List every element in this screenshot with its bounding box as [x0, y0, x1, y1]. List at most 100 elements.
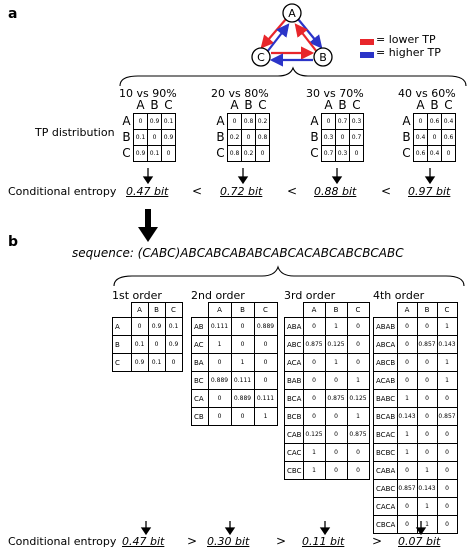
col-header: B — [150, 98, 159, 112]
order-title: 1st order — [112, 289, 162, 302]
tp-cell: 0.1 — [147, 145, 162, 162]
big-down-arrow — [138, 209, 158, 242]
row-header: BCB — [284, 407, 304, 426]
prob-cell: 0.9 — [164, 335, 183, 354]
prob-cell: 1 — [207, 335, 232, 354]
row-header: CABC — [373, 479, 398, 498]
row-header: BCAB — [373, 407, 398, 426]
prob-cell: 0 — [253, 371, 278, 390]
prob-cell: 0 — [436, 515, 458, 534]
arrows-b — [140, 521, 427, 536]
row-header: AB — [191, 317, 209, 336]
prob-cell: 0 — [346, 443, 370, 462]
tp-cell: 0.9 — [133, 145, 148, 162]
comparison-title: 30 vs 70% — [306, 87, 364, 100]
row-header: CA — [191, 389, 209, 408]
entropy-value: 0.88 bit — [314, 185, 357, 198]
prob-cell: 0 — [396, 335, 418, 354]
prob-cell: 0.125 — [324, 335, 348, 354]
tp-cell: 0.8 — [255, 129, 270, 146]
prob-cell: 0.857 — [436, 407, 458, 426]
col-header: C — [164, 302, 183, 318]
prob-cell: 0 — [416, 389, 438, 408]
comparison-title: 40 vs 60% — [398, 87, 456, 100]
row-header: A — [402, 114, 411, 128]
prob-cell: 0 — [207, 389, 232, 408]
order-title: 4th order — [373, 289, 425, 302]
col-header: A — [130, 302, 149, 318]
prob-cell: 1 — [324, 353, 348, 372]
tp-cell: 0 — [349, 145, 364, 162]
prob-cell: 1 — [302, 461, 326, 480]
prob-cell: 0 — [396, 371, 418, 390]
prob-cell: 0 — [396, 461, 418, 480]
row-header: AC — [191, 335, 209, 354]
sequence-text: sequence: (CABC)ABCABCABABCABCACABCABCBC… — [72, 246, 404, 260]
legend-lower-swatch — [360, 39, 374, 45]
prob-cell: 0 — [324, 461, 348, 480]
prob-cell: 0 — [230, 407, 255, 426]
tp-cell: 0 — [227, 113, 242, 130]
prob-cell: 0 — [436, 389, 458, 408]
prob-cell: 0.889 — [207, 371, 232, 390]
prob-cell: 0 — [324, 425, 348, 444]
prob-cell: 1 — [416, 461, 438, 480]
tp-cell: 0.4 — [413, 129, 428, 146]
prob-cell: 0.875 — [324, 389, 348, 408]
prob-cell: 0 — [253, 335, 278, 354]
row-header: B — [216, 130, 225, 144]
prob-cell: 0.9 — [130, 353, 149, 372]
entropy-value: 0.47 bit — [126, 185, 169, 198]
row-header: ABCB — [373, 353, 398, 372]
prob-cell: 0.889 — [253, 317, 278, 336]
prob-cell: 0 — [346, 335, 370, 354]
col-header: B — [324, 302, 348, 318]
row-header: BABC — [373, 389, 398, 408]
comparator: < — [381, 184, 392, 198]
prob-cell: 0.857 — [416, 335, 438, 354]
prob-cell: 0 — [302, 389, 326, 408]
prob-cell: 0 — [253, 353, 278, 372]
prob-cell: 0 — [130, 317, 149, 336]
comparator: > — [372, 534, 383, 548]
prob-cell: 0 — [416, 317, 438, 336]
row-header: BCA — [284, 389, 304, 408]
prob-cell: 0 — [436, 497, 458, 516]
node-c — [251, 47, 271, 67]
tp-cell: 0 — [441, 145, 456, 162]
edge-c-a — [266, 23, 290, 53]
row-header: BCBC — [373, 443, 398, 462]
prob-cell: 0.143 — [396, 407, 418, 426]
prob-cell: 0.143 — [436, 335, 458, 354]
col-header: B — [244, 98, 253, 112]
col-header: C — [436, 302, 458, 318]
tp-cell: 0.3 — [321, 129, 336, 146]
col-header: B — [430, 98, 439, 112]
prob-cell: 0 — [436, 461, 458, 480]
row-header: BCAC — [373, 425, 398, 444]
tp-cell: 0.2 — [255, 113, 270, 130]
col-header: C — [444, 98, 453, 112]
prob-cell: 0 — [416, 353, 438, 372]
tp-cell: 0 — [413, 113, 428, 130]
prob-cell: 0 — [346, 317, 370, 336]
row-header: A — [112, 317, 132, 336]
col-header: C — [352, 98, 361, 112]
col-header: C — [253, 302, 278, 318]
col-header: A — [416, 98, 425, 112]
entropy-label-a: Conditional entropy — [8, 185, 117, 198]
prob-cell: 0.857 — [396, 479, 418, 498]
tp-cell: 0.6 — [427, 113, 442, 130]
node-b — [313, 47, 333, 67]
node-a — [282, 3, 302, 23]
prob-cell: 0.875 — [302, 335, 326, 354]
entropy-value: 0.30 bit — [207, 535, 250, 548]
prob-cell: 1 — [230, 353, 255, 372]
tp-cell: 0 — [427, 129, 442, 146]
prob-cell: 0.1 — [147, 353, 166, 372]
prob-cell: 0.9 — [147, 317, 166, 336]
